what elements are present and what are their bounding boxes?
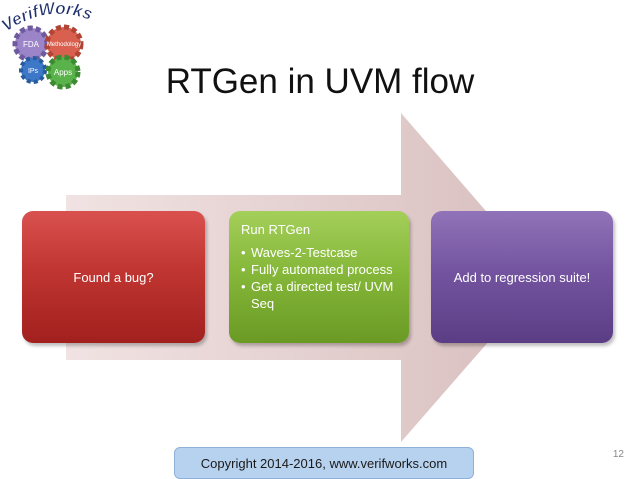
rtgen-bullet: Get a directed test/ UVM Seq bbox=[241, 278, 399, 312]
step-add-regression-label: Add to regression suite! bbox=[453, 269, 591, 285]
gear-ips-label: IPs bbox=[28, 68, 39, 75]
rtgen-bullet: Waves-2-Testcase bbox=[241, 244, 399, 261]
gear-apps-label: Apps bbox=[54, 68, 72, 77]
step-add-regression: Add to regression suite! bbox=[431, 211, 613, 343]
step-found-bug: Found a bug? bbox=[22, 211, 205, 343]
gear-fda-label: FDA bbox=[23, 40, 40, 49]
slide-title: RTGen in UVM flow bbox=[165, 62, 475, 101]
step-found-bug-label: Found a bug? bbox=[73, 269, 154, 285]
gear-methodology-label: Methodology bbox=[47, 42, 81, 48]
gear-ips-icon: IPs bbox=[19, 56, 47, 84]
rtgen-bullet: Fully automated process bbox=[241, 261, 399, 278]
gear-apps-icon: Apps bbox=[45, 54, 81, 90]
copyright-text: Copyright 2014-2016, www.verifworks.com bbox=[200, 455, 448, 471]
rtgen-bullet-list: Waves-2-Testcase Fully automated process… bbox=[241, 244, 399, 312]
copyright-banner: Copyright 2014-2016, www.verifworks.com bbox=[174, 447, 474, 479]
verifworks-logo: VerifWorks FDA Methodology IPs Apps bbox=[0, 0, 112, 92]
page-number: 12 bbox=[612, 449, 624, 460]
step-run-rtgen: Run RTGen Waves-2-Testcase Fully automat… bbox=[229, 211, 409, 343]
step-run-rtgen-heading: Run RTGen bbox=[241, 222, 311, 237]
